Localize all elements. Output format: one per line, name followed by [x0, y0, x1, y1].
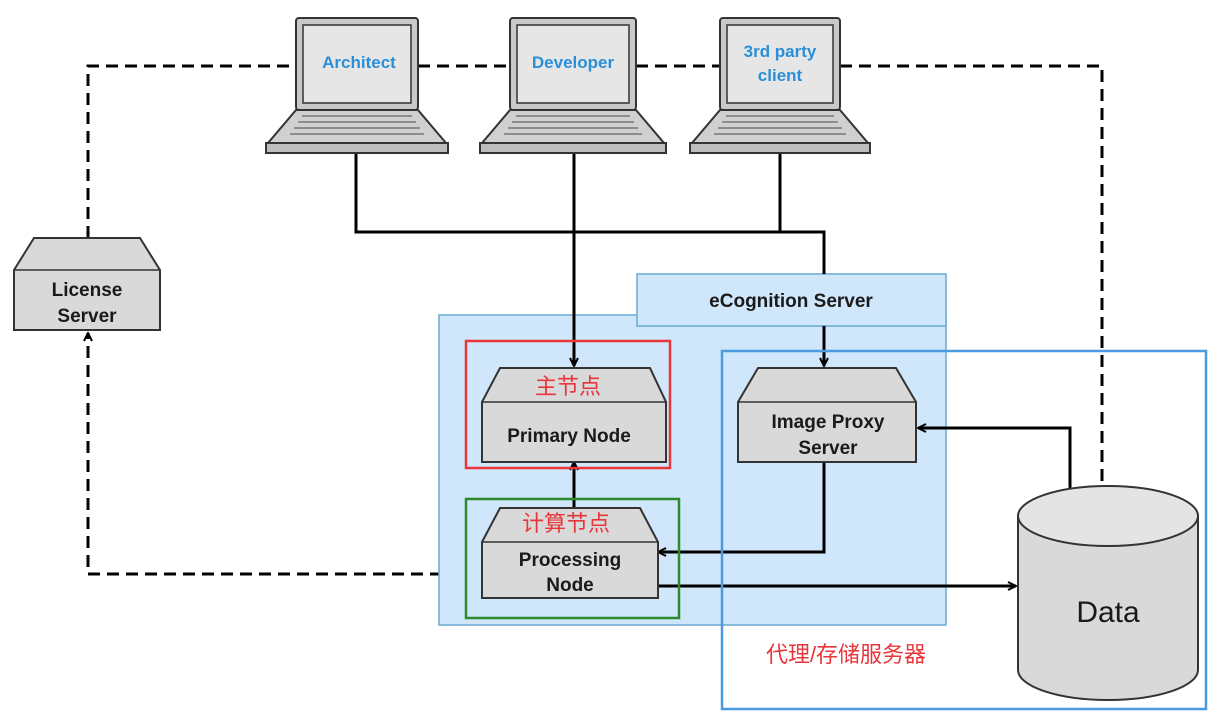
data-cylinder-top — [1017, 485, 1199, 547]
laptop-keys — [714, 115, 846, 135]
primary-node: Primary Node — [481, 367, 667, 463]
dashed-license-lines — [86, 64, 1102, 576]
processing-node: Processing Node — [481, 507, 659, 599]
primary-node-annotation: 主节点 — [535, 374, 601, 399]
image-proxy-server-label-line1: Image Proxy — [772, 412, 885, 433]
license-server-label-line2: Server — [57, 306, 117, 327]
third-party-client-laptop: 3rd party client — [689, 17, 871, 154]
laptop-keyboard — [265, 109, 449, 144]
laptop-keys — [290, 115, 424, 135]
laptop-base — [265, 142, 449, 154]
image-proxy-server-label-line2: Server — [798, 438, 858, 459]
proxy-to-processing-arrow — [658, 462, 826, 552]
clients-to-data-line — [840, 64, 1102, 518]
ecognition-server-label: eCognition Server — [709, 291, 873, 312]
laptop-screen — [302, 24, 412, 104]
processing-node-annotation-frame — [464, 497, 681, 620]
laptop-keyboard — [689, 109, 871, 144]
license-server-label-line1: License — [52, 280, 123, 301]
primary-node-label: Primary Node — [507, 426, 631, 447]
storage-annotation-frame — [720, 349, 1208, 711]
processing-node-label-line2: Node — [546, 575, 594, 596]
processing-to-license-line — [88, 333, 480, 576]
developer-laptop: Developer — [479, 17, 667, 154]
client-bus-line — [354, 153, 826, 274]
processing-node-annotation: 计算节点 — [522, 511, 610, 536]
license-server: License Server — [13, 237, 161, 331]
data-label: Data — [1076, 596, 1140, 629]
image-proxy-server: Image Proxy Server — [737, 367, 917, 463]
data-store: Data — [1017, 485, 1199, 701]
third-party-label-line1: 3rd party — [744, 42, 817, 61]
solid-connectors — [354, 153, 1070, 586]
developer-label: Developer — [532, 53, 615, 72]
ecognition-server-box — [636, 273, 947, 327]
license-to-architect-line — [86, 64, 296, 238]
data-cylinder-body — [1017, 516, 1199, 701]
storage-group-annotation: 代理/存储服务器 — [766, 642, 926, 667]
architect-label: Architect — [322, 53, 396, 72]
laptop-keys — [504, 115, 642, 135]
laptop-screen — [726, 24, 834, 104]
primary-node-annotation-frame — [464, 339, 672, 470]
architect-laptop: Architect — [265, 17, 449, 154]
laptop-keyboard — [479, 109, 667, 144]
laptop-base — [689, 142, 871, 154]
processing-node-label-line1: Processing — [519, 550, 621, 571]
third-party-label-line2: client — [758, 66, 803, 85]
laptop-screen — [516, 24, 630, 104]
laptop-base — [479, 142, 667, 154]
